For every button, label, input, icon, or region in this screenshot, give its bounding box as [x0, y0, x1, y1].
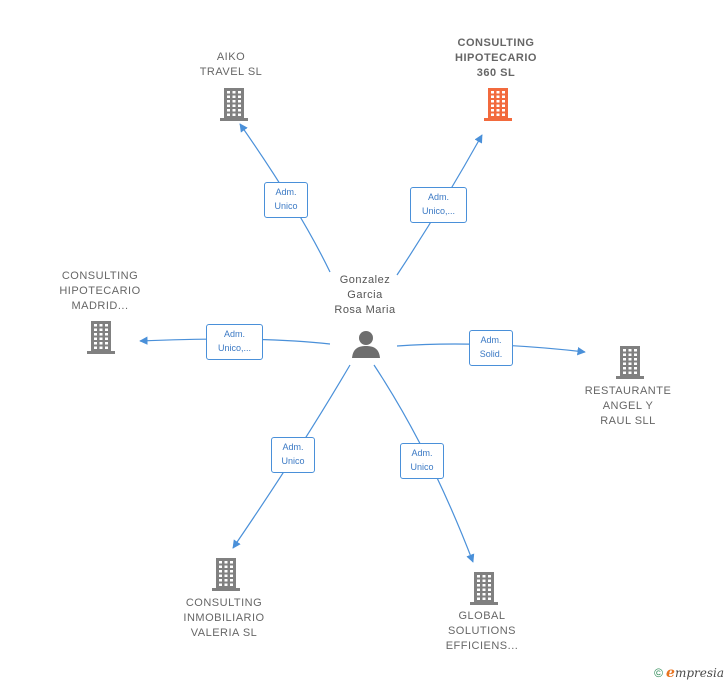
- building-icon[interactable]: [86, 319, 116, 355]
- relation-badge-consulting-madrid[interactable]: Adm. Unico,...: [206, 324, 263, 360]
- relation-badge-restaurante[interactable]: Adm. Solid.: [469, 330, 513, 366]
- person-name-line: Rosa Maria: [334, 304, 396, 316]
- relation-text: Unico: [281, 456, 305, 466]
- relation-text: Adm.: [282, 442, 304, 452]
- person-icon[interactable]: [351, 329, 381, 359]
- relation-text: Adm.: [427, 192, 449, 202]
- relation-text: Adm.: [411, 448, 433, 458]
- relation-badge-consulting-inmobiliario[interactable]: Adm. Unico: [271, 437, 315, 473]
- company-label-aiko[interactable]: AIKO TRAVEL SL: [186, 50, 276, 80]
- building-icon[interactable]: [469, 570, 499, 606]
- company-name-line: HIPOTECARIO: [455, 52, 537, 64]
- relation-text: Adm.: [275, 187, 297, 197]
- company-name-line: HIPOTECARIO: [59, 285, 141, 297]
- company-label-global-solutions[interactable]: GLOBAL SOLUTIONS EFFICIENS...: [430, 609, 534, 654]
- company-label-consulting-madrid[interactable]: CONSULTING HIPOTECARIO MADRID...: [50, 269, 150, 314]
- company-name-line: AIKO: [216, 51, 246, 63]
- company-name-line: ANGEL Y: [602, 400, 654, 412]
- relation-text: Unico: [274, 201, 298, 211]
- company-name-line: CONSULTING: [61, 270, 139, 282]
- brand-name: mpresia: [674, 666, 724, 680]
- relation-text: Unico: [410, 462, 434, 472]
- company-name-line: RAUL SLL: [600, 415, 656, 427]
- relation-badge-consulting-360[interactable]: Adm. Unico,...: [410, 187, 467, 223]
- company-label-consulting-360[interactable]: CONSULTING HIPOTECARIO 360 SL: [446, 36, 546, 81]
- company-name-line: EFFICIENS...: [445, 640, 519, 652]
- person-name-line: Gonzalez: [339, 274, 391, 286]
- company-name-line: GLOBAL: [458, 610, 506, 622]
- relation-badge-aiko[interactable]: Adm. Unico: [264, 182, 308, 218]
- company-name-line: SOLUTIONS: [447, 625, 517, 637]
- company-label-consulting-inmobiliario[interactable]: CONSULTING INMOBILIARIO VALERIA SL: [172, 596, 276, 641]
- building-icon[interactable]: [211, 556, 241, 592]
- company-name-line: 360 SL: [476, 67, 516, 79]
- relation-text: Adm.: [223, 329, 245, 339]
- building-icon[interactable]: [219, 86, 249, 122]
- person-name[interactable]: Gonzalez Garcia Rosa Maria: [320, 273, 410, 318]
- relation-text: Unico,...: [421, 206, 455, 216]
- relation-badge-global-solutions[interactable]: Adm. Unico: [400, 443, 444, 479]
- person-name-line: Garcia: [347, 289, 383, 301]
- relation-text: Adm.: [480, 335, 502, 345]
- company-name-line: CONSULTING: [185, 597, 263, 609]
- relation-text: Unico,...: [217, 343, 251, 353]
- company-name-line: INMOBILIARIO: [183, 612, 265, 624]
- copyright-symbol: ©: [654, 666, 664, 680]
- relation-text: Solid.: [479, 349, 503, 359]
- building-icon[interactable]: [615, 344, 645, 380]
- company-name-line: MADRID...: [71, 300, 129, 312]
- company-name-line: VALERIA SL: [190, 627, 258, 639]
- company-label-restaurante[interactable]: RESTAURANTE ANGEL Y RAUL SLL: [577, 384, 679, 429]
- building-icon[interactable]: [483, 86, 513, 122]
- company-name-line: TRAVEL SL: [199, 66, 263, 78]
- company-name-line: RESTAURANTE: [584, 385, 672, 397]
- brand-initial: e: [666, 665, 675, 681]
- company-name-line: CONSULTING: [457, 37, 535, 49]
- brand-logo: ©empresia: [654, 665, 724, 681]
